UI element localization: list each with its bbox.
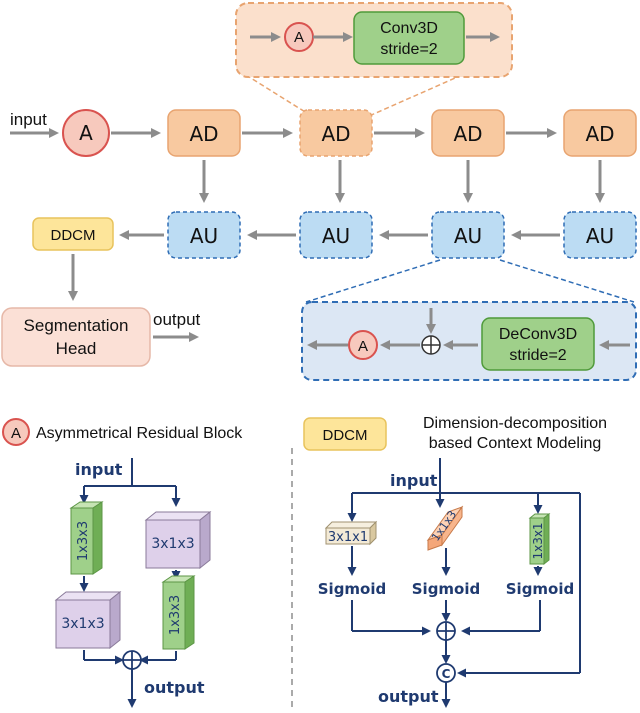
ad-block-4 bbox=[563, 109, 637, 157]
concat-op-label: C bbox=[442, 667, 451, 681]
ad-block-label: AD bbox=[453, 122, 482, 146]
a-block-label: A bbox=[79, 121, 93, 145]
arb-right-bottom-label: 1x3x3 bbox=[168, 595, 183, 635]
au-block-4 bbox=[563, 211, 637, 259]
arb-right-bottom-block: 1x3x3 bbox=[161, 575, 196, 650]
arb-detail: input 1x3x3 3x1x3 3x1x3 bbox=[54, 458, 212, 708]
arb-output-label: output bbox=[144, 678, 205, 697]
arb-left-top-block: 1x3x3 bbox=[69, 501, 104, 575]
ddcm-block bbox=[32, 217, 114, 251]
legend-a-icon-label: A bbox=[11, 425, 21, 442]
arb-left-top-label: 1x3x3 bbox=[76, 521, 91, 561]
ad-block-label: AD bbox=[585, 122, 614, 146]
au-block-label: AU bbox=[586, 224, 614, 248]
ddcm-sigmoid-3: Sigmoid bbox=[506, 580, 575, 598]
ddcm-branch2-block: 1x1x3 bbox=[426, 505, 464, 551]
ddcm-sigmoid-2: Sigmoid bbox=[412, 580, 481, 598]
arb-left-bottom-label: 3x1x3 bbox=[61, 616, 104, 632]
ad-block-3 bbox=[431, 109, 505, 157]
au-block-1 bbox=[167, 211, 241, 259]
ddcm-branch1-block: 3x1x1 bbox=[324, 520, 378, 546]
arb-left-bottom-block: 3x1x3 bbox=[54, 590, 122, 650]
segmentation-label-line1: Segmentation bbox=[24, 316, 129, 335]
ddcm-branch1-label: 3x1x1 bbox=[328, 530, 368, 545]
a-block-label: A bbox=[294, 29, 304, 46]
ddcm-branch3-label: 1x3x1 bbox=[531, 522, 545, 559]
main-pipeline: input A AD AD AD AD AU AU AU AU bbox=[1, 109, 637, 367]
ddcm-input-label: input bbox=[390, 471, 438, 490]
segmentation-head bbox=[1, 307, 151, 367]
arb-input-label: input bbox=[75, 460, 123, 479]
ddcm-branch3-block: 1x3x1 bbox=[528, 512, 551, 566]
au-block-2 bbox=[299, 211, 373, 259]
ad-block-label: AD bbox=[321, 122, 350, 146]
legend-a-text: Asymmetrical Residual Block bbox=[36, 425, 243, 442]
a-block-label: A bbox=[358, 338, 368, 355]
segmentation-label-line2: Head bbox=[56, 339, 97, 358]
ad-block-1 bbox=[167, 109, 241, 157]
ddcm-output-label: output bbox=[378, 687, 439, 706]
legend-ddcm-icon bbox=[303, 417, 387, 451]
legend-ddcm-icon-label: DDCM bbox=[323, 427, 368, 444]
deconv3d-stride-label: stride=2 bbox=[509, 347, 566, 364]
ddcm-detail: input 3x1x1 Sigmoid 1x1x3 Sigmoid bbox=[318, 458, 581, 708]
arb-right-top-block: 3x1x3 bbox=[144, 510, 212, 570]
arb-right-top-label: 3x1x3 bbox=[151, 536, 194, 552]
ad-block-2 bbox=[299, 109, 373, 157]
au-detail-callout: DeConv3D stride=2 A bbox=[301, 259, 637, 381]
conv3d-block bbox=[353, 11, 465, 65]
ad-detail-callout: A Conv3D stride=2 bbox=[235, 2, 513, 121]
deconv3d-block bbox=[481, 317, 595, 371]
ad-block-label: AD bbox=[189, 122, 218, 146]
conv3d-label: Conv3D bbox=[380, 20, 438, 37]
legend-ddcm-text-line1: Dimension-decomposition bbox=[423, 415, 607, 432]
a-block-icon bbox=[348, 330, 378, 360]
au-block-label: AU bbox=[454, 224, 482, 248]
deconv3d-label: DeConv3D bbox=[499, 326, 577, 343]
legend-a-icon bbox=[2, 418, 30, 446]
ddcm-label: DDCM bbox=[51, 227, 96, 244]
au-block-label: AU bbox=[322, 224, 350, 248]
legend-ddcm-text-line2: based Context Modeling bbox=[429, 435, 602, 452]
legend: A Asymmetrical Residual Block DDCM Dimen… bbox=[2, 415, 607, 452]
au-block-label: AU bbox=[190, 224, 218, 248]
au-block-3 bbox=[431, 211, 505, 259]
ddcm-sigmoid-1: Sigmoid bbox=[318, 580, 387, 598]
conv3d-stride-label: stride=2 bbox=[380, 41, 437, 58]
a-block-icon bbox=[62, 109, 110, 157]
input-label: input bbox=[10, 110, 47, 129]
output-label: output bbox=[153, 310, 201, 329]
